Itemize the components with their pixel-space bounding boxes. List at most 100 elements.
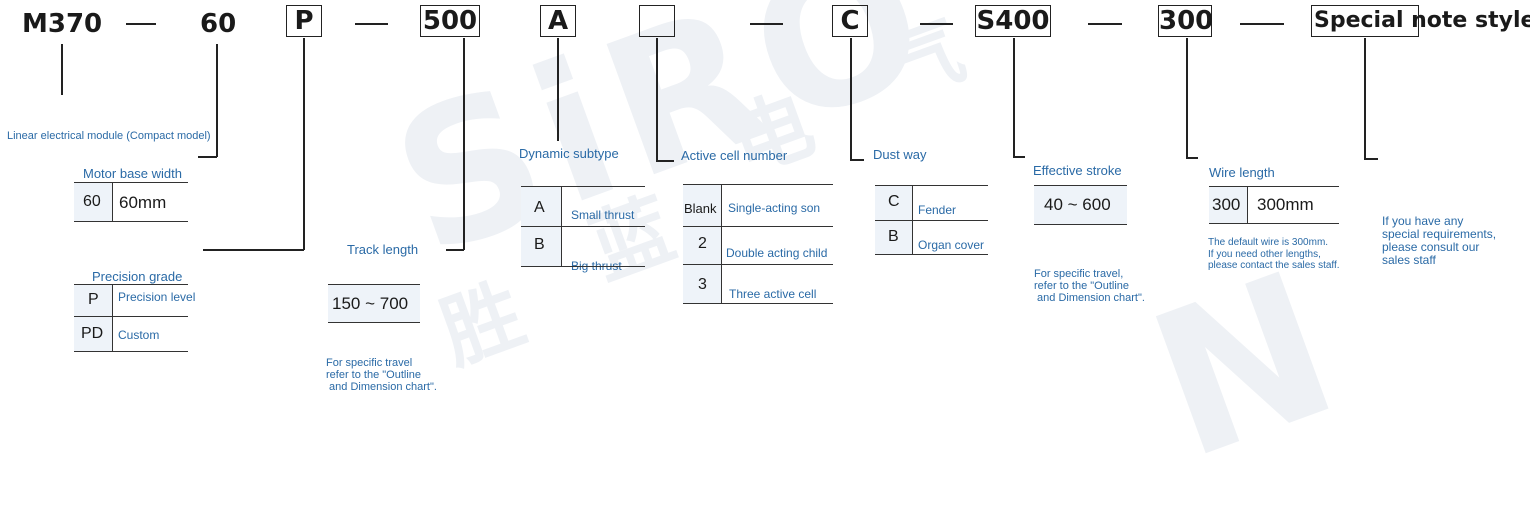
watermark-cjk-dian: 电 (718, 76, 826, 192)
label-dust: Dust way (873, 147, 927, 162)
motor-key: 60 (83, 193, 101, 210)
table-key-bg (1209, 187, 1247, 223)
active-key: 3 (698, 276, 707, 293)
leader-line (1364, 158, 1378, 160)
dust-value: Organ cover (918, 238, 985, 252)
watermark-cjk-qi: 气 (868, 1, 976, 117)
code-track: 500 (420, 5, 480, 37)
wire-key: 300 (1212, 195, 1241, 214)
code-active-cell (639, 5, 675, 37)
table-divider (112, 285, 113, 351)
motor-value: 60mm (119, 193, 167, 212)
table-value-bg (1034, 186, 1127, 224)
dynamic-key: A (534, 199, 545, 216)
track-note: For specific travel refer to the "Outlin… (326, 357, 437, 393)
table-rule (875, 254, 988, 255)
separator-dash (920, 23, 953, 25)
stroke-value: 40 ~ 600 (1044, 195, 1111, 214)
label-dynamic: Dynamic subtype (519, 146, 619, 161)
leader-line (61, 44, 63, 95)
precision-value: Custom (118, 328, 160, 342)
code-special-note: Special note style (1314, 8, 1530, 33)
table-rule (875, 185, 988, 186)
dust-value: Fender (918, 203, 957, 217)
leader-line (446, 249, 464, 251)
leader-line (203, 249, 304, 251)
dynamic-value: Small thrust (571, 208, 635, 222)
stroke-note: For specific travel, refer to the "Outli… (1034, 268, 1145, 304)
leader-line (303, 38, 305, 250)
leader-line (557, 38, 559, 141)
label-module: Linear electrical module (Compact model) (7, 130, 211, 142)
code-motor-base: 60 (200, 9, 237, 39)
leader-line (1186, 38, 1188, 158)
active-key: Blank (684, 201, 717, 216)
leader-line (1013, 156, 1025, 158)
table-rule (683, 184, 833, 185)
active-value: Double acting child (726, 246, 828, 260)
leader-line (463, 38, 465, 250)
label-stroke: Effective stroke (1033, 163, 1122, 178)
table-rule (74, 221, 188, 222)
code-stroke: S400 (975, 5, 1051, 37)
special-note-box (1311, 5, 1419, 37)
track-value: 150 ~ 700 (332, 294, 409, 313)
table-key-bg (74, 183, 112, 221)
active-value: Single-acting son (728, 201, 821, 215)
table-key-bg (74, 285, 112, 351)
leader-line (1013, 38, 1015, 157)
wire-value: 300mm (1257, 195, 1314, 214)
table-rule (328, 322, 420, 323)
leader-line (850, 159, 864, 161)
table-rule (74, 351, 188, 352)
table-divider (1247, 187, 1248, 223)
code-precision: P (286, 5, 322, 37)
label-precision: Precision grade (92, 269, 183, 284)
label-motor-base: Motor base width (83, 166, 182, 181)
label-active: Active cell number (681, 148, 788, 163)
table-divider (721, 185, 722, 303)
active-value: Three active cell (729, 287, 817, 301)
table-rule (1034, 224, 1127, 225)
precision-value: Precision level (118, 290, 196, 304)
table-rule (521, 226, 645, 227)
table-divider (912, 186, 913, 254)
table-rule (74, 182, 188, 183)
active-key: 2 (698, 235, 707, 252)
special-note: If you have any special requirements, pl… (1382, 214, 1497, 267)
code-model: M370 (22, 9, 103, 39)
code-dynamic: A (540, 5, 576, 37)
table-rule (328, 284, 420, 285)
label-track: Track length (347, 242, 419, 257)
table-rule (521, 186, 645, 187)
separator-dash (1088, 23, 1122, 25)
table-rule (74, 284, 188, 285)
leader-line (1186, 157, 1198, 159)
separator-dash (750, 23, 783, 25)
leader-line (656, 160, 674, 162)
dynamic-key: B (534, 236, 545, 253)
dust-key: C (888, 193, 900, 210)
table-rule (683, 226, 833, 227)
leader-line (656, 38, 658, 161)
watermark-cjk-sheng: 胜 (428, 266, 536, 382)
table-rule (683, 303, 833, 304)
wire-note: The default wire is 300mm. If you need o… (1208, 237, 1340, 271)
separator-dash (126, 23, 156, 25)
table-rule (683, 264, 833, 265)
leader-line (1364, 38, 1366, 159)
separator-dash (355, 23, 388, 25)
table-rule (521, 266, 645, 267)
table-rule (1209, 186, 1339, 187)
separator-dash (1240, 23, 1284, 25)
table-divider (112, 183, 113, 221)
dust-key: B (888, 228, 899, 245)
leader-line (198, 156, 217, 158)
precision-key: P (88, 291, 99, 308)
table-rule (1209, 223, 1339, 224)
code-dust: C (832, 5, 868, 37)
code-wire: 300 (1158, 5, 1214, 37)
table-divider (561, 187, 562, 266)
precision-key: PD (81, 325, 104, 342)
table-rule (875, 220, 988, 221)
